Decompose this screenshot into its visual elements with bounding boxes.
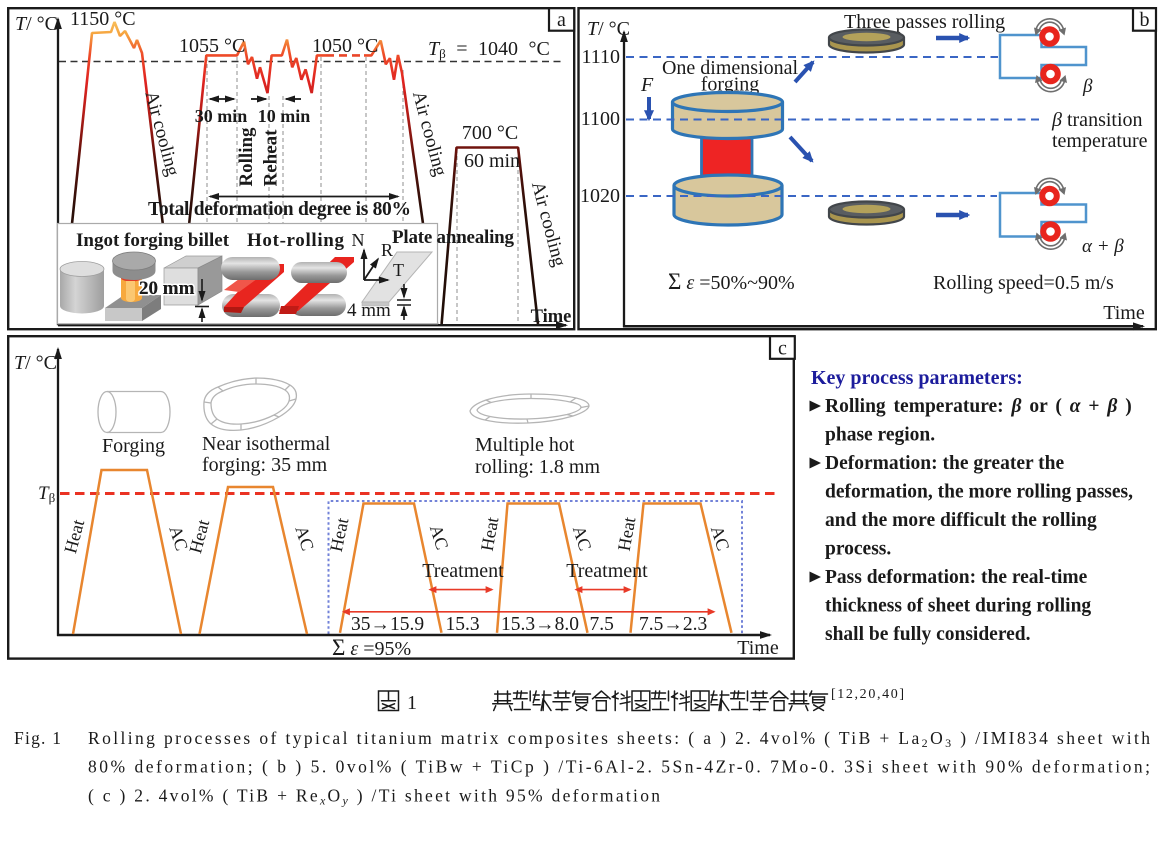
svg-text:process.: process. (825, 539, 891, 560)
svg-text:thickness of sheet during roll: thickness of sheet during rolling (825, 596, 1091, 617)
svg-text:10 min: 10 min (258, 106, 311, 126)
svg-text:Σ ε =95%: Σ ε =95% (332, 635, 411, 660)
svg-text:Tβ: Tβ (38, 483, 56, 505)
svg-text:Pass deformation: the real-tim: Pass deformation: the real-time (825, 567, 1088, 588)
svg-text:30 min: 30 min (195, 106, 248, 126)
svg-text:1100: 1100 (581, 108, 620, 130)
svg-text:N: N (352, 230, 365, 250)
svg-text:deformation, the more rolling: deformation, the more rolling passes, (825, 482, 1133, 503)
svg-text:35→15.9: 35→15.9 (351, 614, 424, 635)
svg-text:b: b (1140, 9, 1150, 31)
svg-text:forging: forging (701, 74, 760, 96)
svg-text:Deformation: the greater the: Deformation: the greater the (825, 453, 1064, 474)
svg-text:Treatment: Treatment (566, 560, 648, 582)
svg-text:T/ °C: T/ °C (15, 13, 58, 35)
svg-text:20 mm: 20 mm (139, 278, 195, 299)
svg-text:Rolling: Rolling (236, 127, 257, 187)
svg-text:F: F (640, 74, 654, 96)
svg-text:a: a (557, 9, 566, 31)
svg-text:Σ ε =50%~90%: Σ ε =50%~90% (668, 269, 795, 294)
svg-text:7.5: 7.5 (590, 614, 614, 635)
svg-text:α + β: α + β (1082, 236, 1124, 257)
svg-text:1110: 1110 (581, 46, 620, 68)
svg-text:c: c (778, 338, 787, 360)
svg-text:Rolling processes of typica: Rolling processes of typical titanium ma… (88, 728, 1150, 750)
svg-text:Time: Time (531, 307, 572, 327)
svg-text:Reheat: Reheat (261, 129, 282, 187)
svg-text:β transition: β transition (1051, 109, 1143, 131)
svg-text:15.3→8.0: 15.3→8.0 (501, 614, 579, 635)
svg-text:Rolling temperature: β or (: Rolling temperature: β or ( α + β ) (825, 396, 1132, 417)
svg-text:Forging: Forging (102, 435, 165, 457)
svg-text:temperature: temperature (1052, 130, 1148, 152)
svg-text:Ingot forging billet: Ingot forging billet (76, 230, 230, 251)
svg-text:rolling: 1.8 mm: rolling: 1.8 mm (475, 456, 600, 478)
svg-text:Tβ = 1040 °C: Tβ = 1040 °C (428, 38, 550, 61)
svg-text:Treatment: Treatment (422, 560, 504, 582)
svg-text:700 °C: 700 °C (462, 122, 518, 144)
svg-text:Time: Time (1103, 302, 1145, 324)
svg-text:β: β (1082, 76, 1093, 97)
svg-text:1150 °C: 1150 °C (70, 8, 136, 30)
svg-text:Key process parameters:: Key process parameters: (811, 367, 1023, 389)
svg-text:R: R (381, 240, 393, 260)
svg-text:forging: 35 mm: forging: 35 mm (202, 454, 328, 476)
svg-text:phase region.: phase region. (825, 425, 935, 446)
svg-text:Time: Time (737, 637, 779, 659)
svg-text:[12,20,40]: [12,20,40] (831, 687, 904, 702)
svg-text:1050 °C: 1050 °C (312, 35, 378, 57)
svg-text:Total deformation degree is 80: Total deformation degree is 80% (148, 199, 411, 220)
svg-text:shall be fully considered.: shall be fully considered. (825, 624, 1031, 645)
svg-text:Fig. 1: Fig. 1 (14, 728, 61, 748)
svg-text:1055 °C: 1055 °C (179, 35, 245, 57)
svg-text:20 mm: 20 mm (139, 278, 195, 299)
svg-text:Multiple hot: Multiple hot (475, 434, 575, 456)
svg-text:Near isothermal: Near isothermal (202, 433, 331, 455)
svg-text:T/ °C: T/ °C (14, 352, 57, 374)
svg-text:4 mm: 4 mm (347, 300, 391, 321)
svg-text:Hot-rolling: Hot-rolling (247, 230, 345, 251)
svg-text:Rolling speed=0.5 m/s: Rolling speed=0.5 m/s (933, 272, 1114, 294)
svg-text:Plate annealing: Plate annealing (392, 227, 515, 248)
svg-text:1: 1 (407, 692, 417, 714)
svg-text:7.5→2.3: 7.5→2.3 (639, 614, 707, 635)
svg-text:and the more difficult the rol: and the more difficult the rolling (825, 510, 1097, 531)
svg-text:60 min: 60 min (464, 150, 520, 172)
svg-text:1020: 1020 (580, 185, 620, 207)
svg-text:One dimensional: One dimensional (662, 57, 799, 79)
svg-text:15.3: 15.3 (446, 614, 480, 635)
svg-text:T/ °C: T/ °C (587, 18, 630, 40)
svg-text:T: T (393, 260, 404, 280)
svg-text:Three passes rolling: Three passes rolling (844, 11, 1005, 33)
